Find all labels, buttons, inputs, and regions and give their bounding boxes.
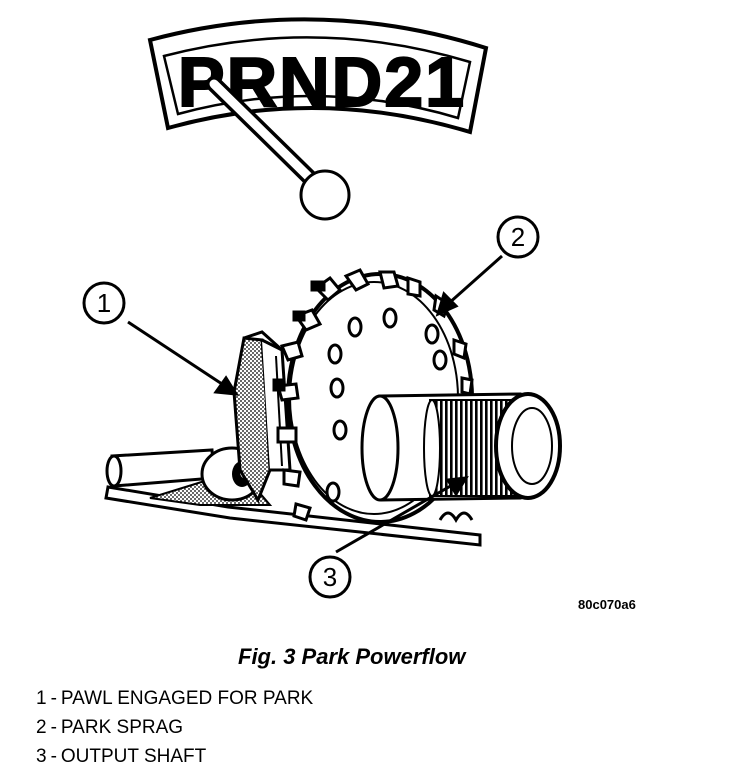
callout-arrows xyxy=(127,254,503,554)
legend-item-text: OUTPUT SHAFT xyxy=(60,746,207,767)
legend-item: 2-PARK SPRAG xyxy=(36,717,184,738)
sprag-gear-teeth xyxy=(272,268,474,522)
output-shaft xyxy=(360,392,562,502)
figure-legend: 1-PAWL ENGAGED FOR PARK 2-PARK SPRAG 3-O… xyxy=(36,684,313,771)
callout-1-arrowhead xyxy=(213,375,239,396)
sprag-gear-holes xyxy=(325,307,448,503)
callout-3-arrowhead xyxy=(445,476,469,497)
callout-3: 3 xyxy=(308,555,352,599)
callout-1-leader xyxy=(127,320,223,386)
legend-item-number: 1 xyxy=(36,688,47,709)
callout-2-arrowhead xyxy=(435,291,459,317)
legend-item: 1-PAWL ENGAGED FOR PARK xyxy=(36,688,314,709)
figure-caption: Fig. 3 Park Powerflow xyxy=(238,644,466,669)
legend-item-number: 2 xyxy=(36,717,47,738)
park-pawl xyxy=(232,330,292,504)
callout-1-number: 1 xyxy=(97,288,111,318)
legend-item-number: 3 xyxy=(36,746,47,767)
selector-needle-pivot xyxy=(299,169,351,221)
callout-3-leader xyxy=(335,482,455,554)
legend-item: 3-OUTPUT SHAFT xyxy=(36,746,207,767)
callout-2-leader xyxy=(447,254,503,306)
selector-label: PRND21 xyxy=(178,43,466,121)
legend-item-text: PAWL ENGAGED FOR PARK xyxy=(60,688,314,709)
figure-reference-code: 80c070a6 xyxy=(578,597,636,612)
gear-selector-indicator: PRND21 xyxy=(147,17,489,221)
callout-3-number: 3 xyxy=(323,562,337,592)
callout-2: 2 xyxy=(496,215,540,259)
legend-item-text: PARK SPRAG xyxy=(60,717,184,738)
callout-1: 1 xyxy=(82,281,126,325)
callout-2-number: 2 xyxy=(511,222,525,252)
